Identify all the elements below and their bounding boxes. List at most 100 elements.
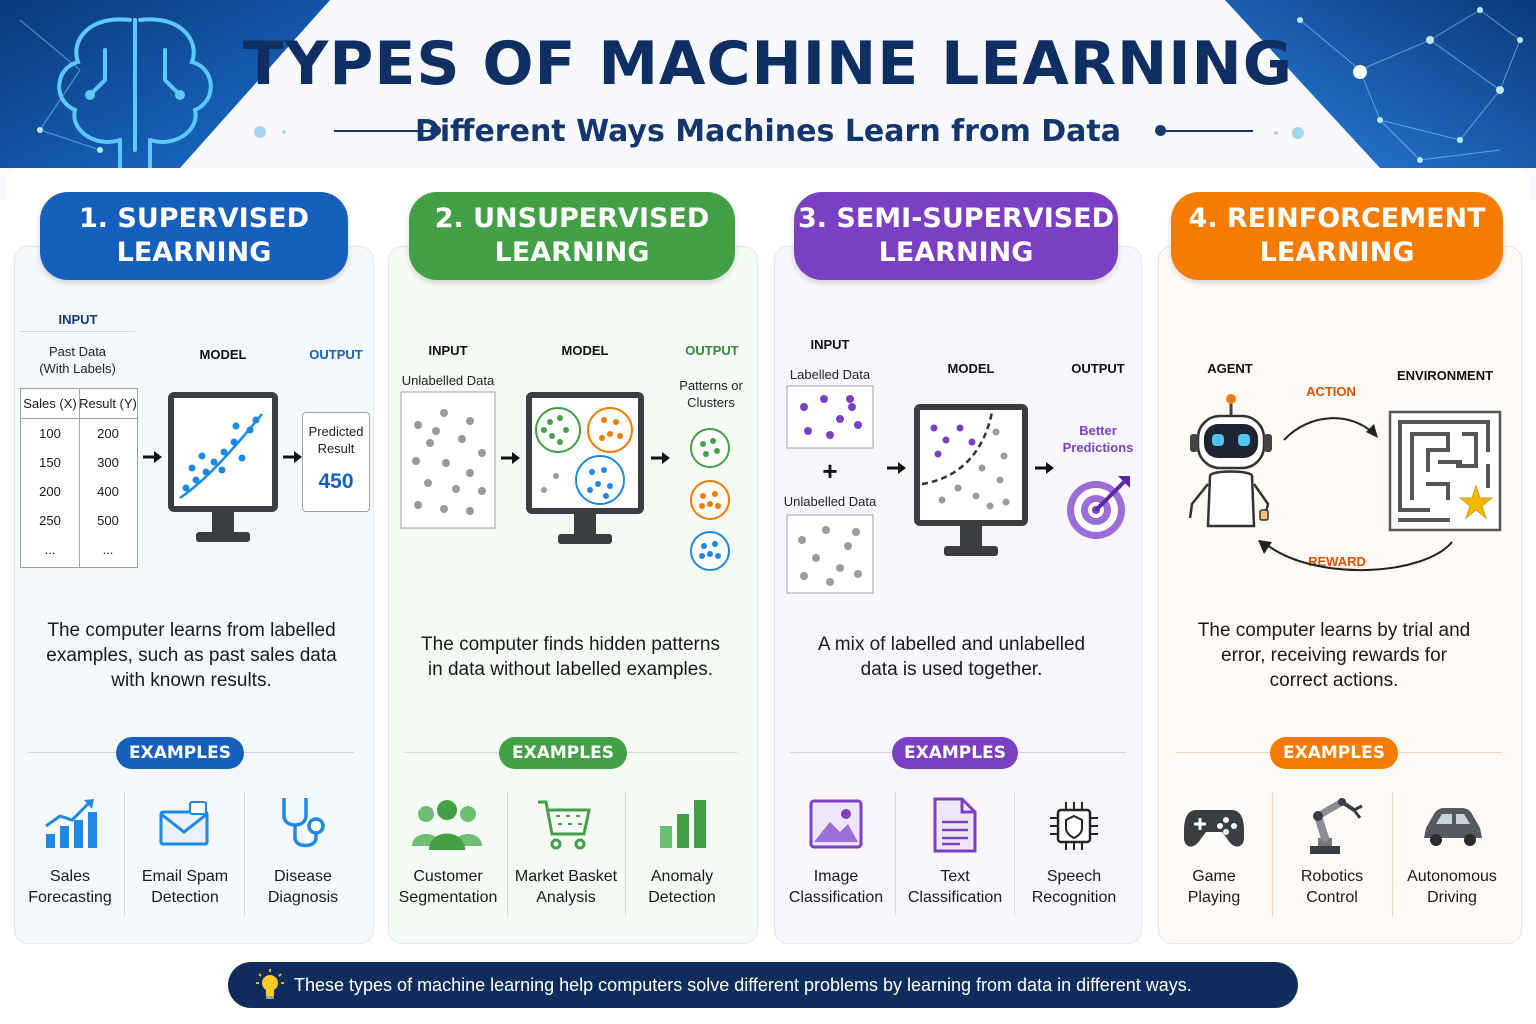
- table-cell: ...: [102, 542, 114, 557]
- table-cell: 100: [39, 426, 61, 441]
- examples-divider: [124, 792, 125, 916]
- example-line2: Analysis: [536, 889, 596, 906]
- unsupervised-heading: 2. UNSUPERVISED LEARNING: [409, 192, 735, 280]
- example-line1: Email Spam: [141, 868, 229, 885]
- environment-label: ENVIRONMENT: [1396, 368, 1494, 383]
- reinforcement-heading-line1: 4. REINFORCEMENT: [1188, 203, 1486, 234]
- stethoscope-icon: [282, 798, 325, 848]
- predicted-result-caption-line1: Predicted: [308, 424, 364, 439]
- reward-label: REWARD: [1308, 554, 1366, 569]
- image-icon: [809, 799, 863, 849]
- example-robotics-control: Robotics Control: [1282, 866, 1382, 908]
- example-autonomous-driving: Autonomous Driving: [1396, 866, 1508, 908]
- lightbulb-icon: [256, 969, 284, 999]
- unsupervised-description: The computer finds hidden patterns in da…: [398, 632, 743, 682]
- semi-description-line2: data is used together.: [860, 659, 1043, 680]
- table-header-cell: Result (Y): [79, 396, 137, 411]
- supervised-input-caption-line2: (With Labels): [39, 361, 116, 376]
- example-line1: Robotics: [1300, 868, 1364, 885]
- example-line1: Autonomous: [1407, 868, 1497, 885]
- reinforcement-heading-line2: LEARNING: [1259, 237, 1415, 268]
- semi-supervised-heading-line2: LEARNING: [878, 237, 1034, 268]
- target-icon: [1067, 476, 1130, 539]
- example-line1: Market Basket: [514, 868, 618, 885]
- example-image-classification: Image Classification: [780, 866, 892, 908]
- supervised-input-label: INPUT: [58, 312, 98, 327]
- sales-table-divider: [79, 389, 80, 567]
- example-email-spam-detection: Email Spam Detection: [130, 866, 240, 908]
- unsupervised-description-line2: in data without labelled examples.: [427, 659, 714, 680]
- unsupervised-input-caption: Unlabelled Data: [401, 373, 495, 388]
- arrow-right-icon: [1035, 462, 1054, 474]
- envelope-icon: [159, 801, 209, 846]
- plus-sign: +: [822, 456, 838, 486]
- page-subtitle: Different Ways Machines Learn from Data: [414, 114, 1122, 149]
- page-title: TYPES OF MACHINE LEARNING: [243, 29, 1293, 99]
- example-line2: Classification: [788, 889, 884, 906]
- monitor-scatter-icon: [168, 392, 278, 542]
- example-line2: Recognition: [1031, 889, 1117, 906]
- unsupervised-input-label: INPUT: [428, 343, 468, 358]
- table-header-cell: Sales (X): [23, 396, 77, 411]
- example-line2: Control: [1306, 889, 1358, 906]
- clusters-caption: Patterns or Clusters: [666, 377, 756, 411]
- labelled-data-caption: Labelled Data: [789, 367, 871, 382]
- examples-divider: [625, 792, 626, 916]
- monitor-clusters-icon: [526, 392, 644, 544]
- example-game-playing: Game Playing: [1166, 866, 1262, 908]
- semi-input-label: INPUT: [810, 337, 850, 352]
- examples-divider: [895, 792, 896, 916]
- reinforcement-heading: 4. REINFORCEMENT LEARNING: [1171, 192, 1503, 280]
- example-line1: Anomaly: [650, 868, 714, 885]
- example-market-basket-analysis: Market Basket Analysis: [510, 866, 622, 908]
- example-line1: Game: [1192, 868, 1236, 885]
- bar-chart-icon: [660, 800, 706, 848]
- example-line2: Detection: [648, 889, 716, 906]
- predicted-result-caption: Predicted Result: [302, 423, 370, 457]
- action-label: ACTION: [1306, 384, 1356, 399]
- example-disease-diagnosis: Disease Diagnosis: [252, 866, 354, 908]
- footer-banner: These types of machine learning help com…: [228, 962, 1298, 1008]
- sales-table: Sales (X) Result (Y) 100 200 150 300 200…: [20, 388, 138, 568]
- header-background: [0, 0, 1536, 200]
- table-cell: 200: [39, 484, 61, 499]
- examples-divider: [507, 792, 508, 916]
- arrow-right-icon: [887, 462, 906, 474]
- document-icon: [933, 797, 977, 853]
- semi-supervised-heading-line1: 3. SEMI-SUPERVISED: [797, 203, 1115, 234]
- example-line2: Classification: [907, 889, 1003, 906]
- unsupervised-heading-line2: LEARNING: [494, 237, 650, 268]
- table-cell: 500: [97, 513, 119, 528]
- table-cell: 250: [39, 513, 61, 528]
- labelled-data-box: [786, 385, 874, 449]
- examples-divider: [1392, 792, 1393, 916]
- reward-arrow: [1258, 540, 1453, 572]
- arrow-right-icon: [283, 451, 302, 463]
- brain-circuit-icon: [57, 17, 213, 172]
- maze-environment-icon: [1388, 410, 1502, 532]
- supervised-description-line1: The computer learns from labelled: [47, 620, 336, 641]
- arrow-right-icon: [651, 452, 670, 464]
- supervised-output-label: OUTPUT: [309, 347, 363, 362]
- supervised-description-line2: examples, such as past sales data: [46, 645, 337, 666]
- example-anomaly-detection: Anomaly Detection: [630, 866, 734, 908]
- supervised-heading: 1. SUPERVISED LEARNING: [40, 192, 348, 280]
- arrow-right-icon: [501, 452, 520, 464]
- better-predictions-line2: Predictions: [1062, 440, 1134, 455]
- reinforcement-description-line2: error, receiving rewards for: [1221, 645, 1447, 666]
- example-line2: Playing: [1187, 889, 1241, 906]
- subtitle-rule-right: [1163, 130, 1253, 132]
- unsupervised-model-label: MODEL: [561, 343, 609, 358]
- example-text-classification: Text Classification: [898, 866, 1012, 908]
- robot-arm-icon: [1310, 798, 1363, 854]
- semi-examples-label: EXAMPLES: [892, 737, 1018, 769]
- supervised-heading-line1: 1. SUPERVISED: [78, 203, 310, 234]
- examples-divider: [1014, 792, 1015, 916]
- cluster-circles-icon: [690, 428, 730, 571]
- monitor-boundary-icon: [914, 404, 1028, 556]
- supervised-examples-label: EXAMPLES: [116, 737, 244, 769]
- unlabelled-data-box: [786, 514, 874, 594]
- reinforcement-description-line1: The computer learns by trial and: [1197, 620, 1471, 641]
- predicted-result-caption-line2: Result: [317, 441, 355, 456]
- supervised-input-caption: Past Data (With Labels): [20, 343, 135, 377]
